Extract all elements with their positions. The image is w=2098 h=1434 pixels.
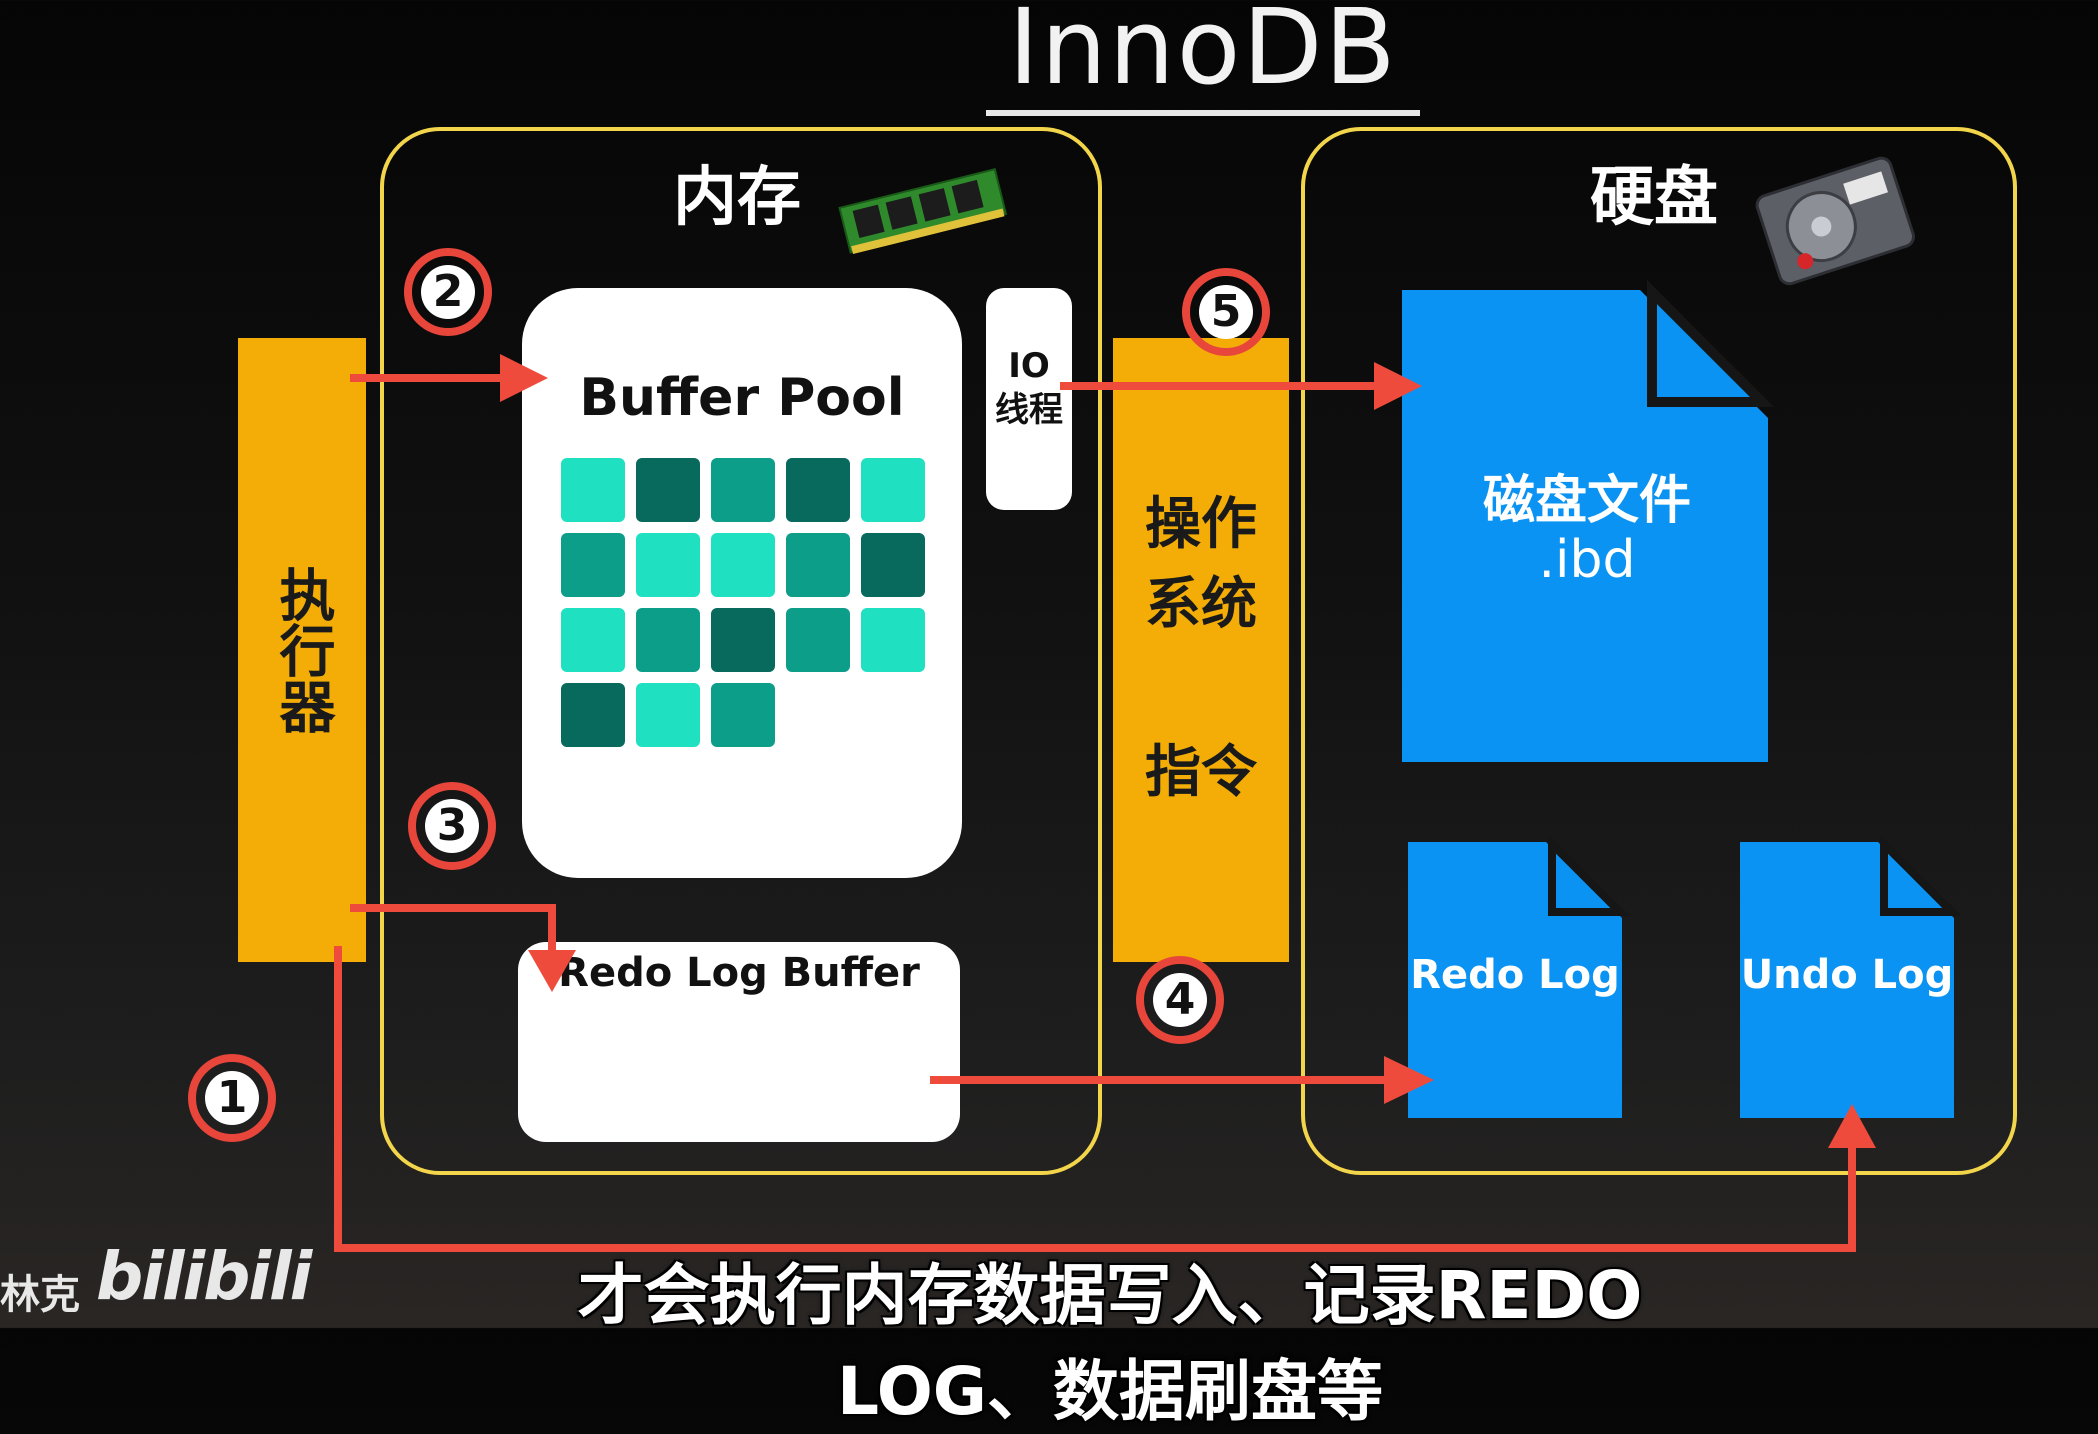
io-thread-label: IO 线程 (986, 344, 1072, 432)
buffer-page (861, 533, 925, 597)
undo-log-file-fold (1880, 834, 1962, 916)
buffer-page (711, 458, 775, 522)
memory-label: 内存 (673, 161, 801, 235)
redo-log-buffer (518, 942, 960, 1142)
buffer-page (561, 683, 625, 747)
os-label-line1: 操作系统 (1145, 492, 1257, 637)
buffer-page (561, 533, 625, 597)
step-3-number: 3 (425, 799, 479, 853)
step-1-number: 1 (205, 1071, 259, 1125)
diagram-title: InnoDB (1008, 0, 1398, 108)
buffer-page (861, 458, 925, 522)
title-underline (986, 110, 1420, 116)
step-2-number: 2 (421, 265, 475, 319)
buffer-page (861, 608, 925, 672)
watermark-author: 林克 (0, 1272, 80, 1318)
memory-region (380, 127, 1102, 1175)
buffer-page (636, 533, 700, 597)
buffer-page (711, 683, 775, 747)
arrowhead-buffer-pool (500, 354, 548, 402)
subtitle-caption: 才会执行内存数据写入、记录REDO LOG、数据刷盘等 (577, 1257, 1643, 1430)
os-label: 操作系统 (1113, 485, 1289, 645)
buffer-page (711, 608, 775, 672)
step-5-number: 5 (1199, 285, 1253, 339)
diagram-shapes (334, 279, 1962, 1252)
buffer-page (786, 533, 850, 597)
arrowhead-ibd (1374, 362, 1422, 410)
buffer-page (786, 608, 850, 672)
ibd-file-label: 磁盘文件 (1482, 471, 1691, 531)
ram-chip-icon (838, 168, 1008, 255)
io-thread-line1: IO (1008, 346, 1050, 386)
executor-bar (238, 338, 366, 962)
disk-label: 硬盘 (1590, 161, 1718, 235)
step-2-marker: 2 (404, 248, 492, 336)
buffer-page (561, 458, 625, 522)
buffer-page (636, 608, 700, 672)
ibd-file-icon (1402, 290, 1768, 762)
buffer-page (636, 458, 700, 522)
step-4-marker: 4 (1136, 956, 1224, 1044)
arrow-executor-to-redo-buffer (350, 904, 556, 960)
undo-log-label: Undo Log (1740, 952, 1954, 998)
buffer-pool-label: Buffer Pool (579, 368, 905, 428)
arrowhead-undo-log (1828, 1104, 1876, 1148)
buffer-page (711, 533, 775, 597)
ibd-file-fold (1647, 279, 1775, 407)
ibd-file-ext: .ibd (1538, 530, 1636, 590)
disk-region (1301, 127, 2017, 1175)
step-5-marker: 5 (1182, 268, 1270, 356)
bilibili-logo: bilibili (96, 1238, 312, 1315)
redo-log-file-fold (1548, 834, 1630, 916)
buffer-page (561, 608, 625, 672)
arrowhead-redo-log (1384, 1056, 1434, 1104)
step-4-number: 4 (1153, 973, 1207, 1027)
command-label: 指令 (1145, 740, 1257, 805)
redo-log-label: Redo Log (1410, 952, 1620, 998)
io-thread-box (986, 288, 1072, 510)
step-3-marker: 3 (408, 782, 496, 870)
io-thread-line2: 线程 (995, 390, 1063, 430)
step-1-marker: 1 (188, 1054, 276, 1142)
hard-drive-icon (1755, 156, 1915, 286)
arrowhead-redo-buffer (528, 950, 576, 992)
os-command-bar (1113, 338, 1289, 962)
buffer-page (636, 683, 700, 747)
arrow-executor-to-undo-log (334, 946, 1856, 1252)
executor-label: 执行器 (270, 566, 335, 734)
redo-log-buffer-label: Redo Log Buffer (558, 950, 920, 996)
buffer-page (786, 458, 850, 522)
